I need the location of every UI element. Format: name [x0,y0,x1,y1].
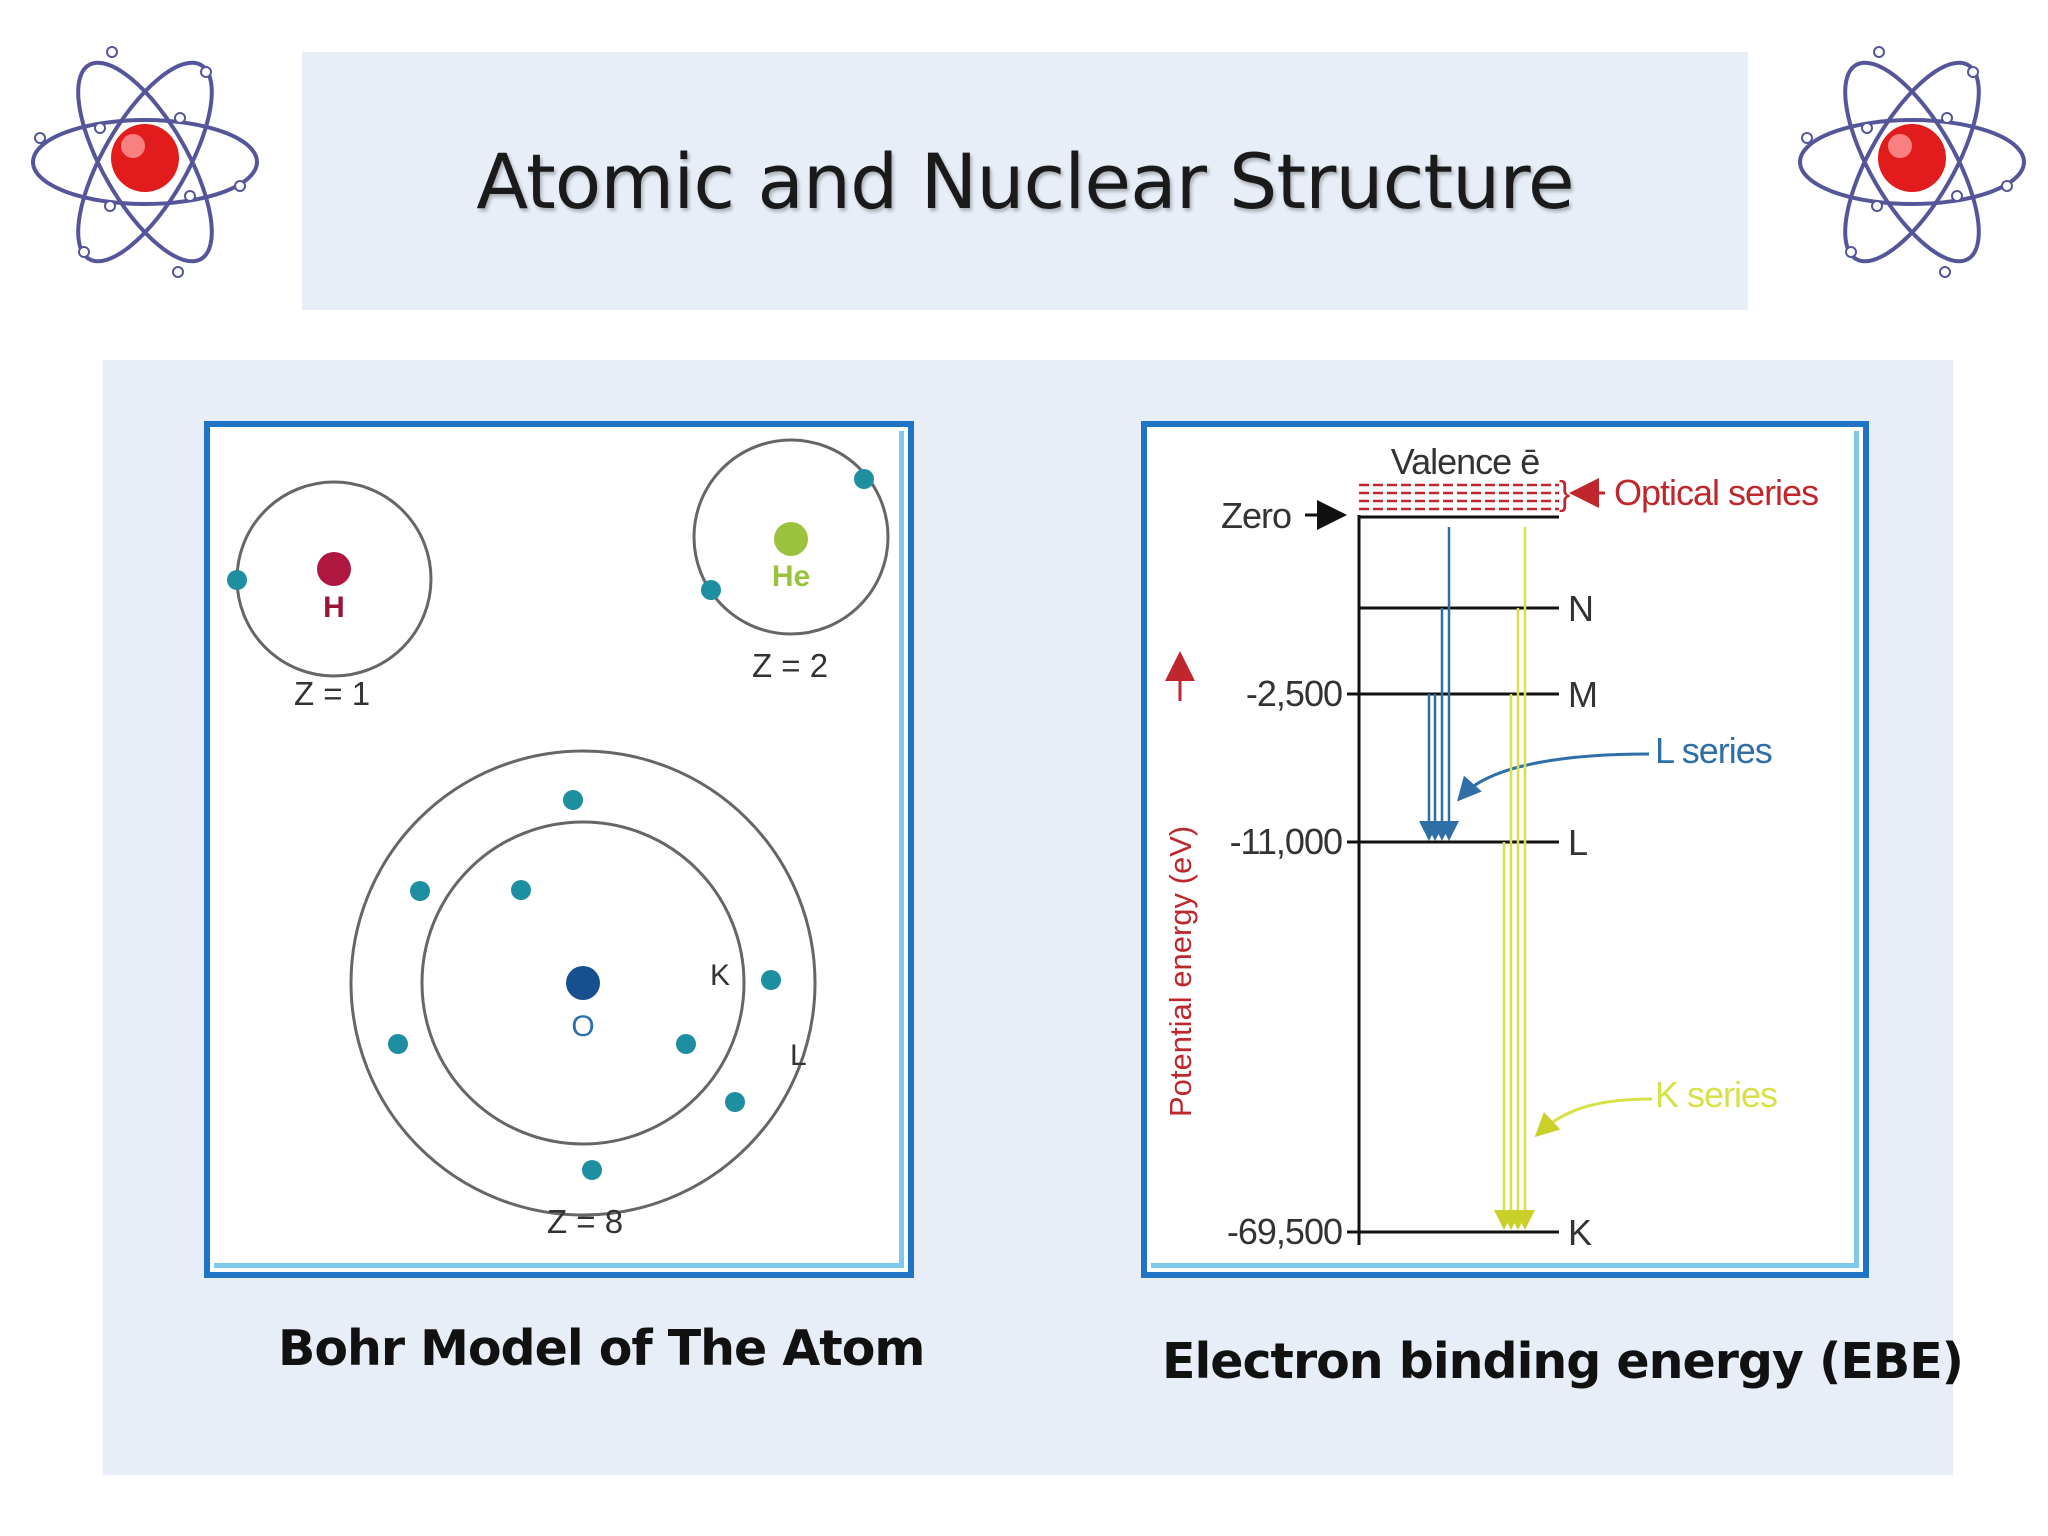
electron [511,880,531,900]
valence-label: Valence ē [1391,441,1539,482]
level-k-energy: -69,500 [1227,1211,1342,1252]
atom-logo-right-icon [1798,46,2026,278]
atom-logo-left-icon [31,46,259,278]
electron [854,469,874,489]
svg-text:K: K [1568,1212,1592,1253]
level-k: K -69,500 [1227,1211,1592,1253]
l-series-transitions [1419,527,1459,841]
bohr-model-caption: Bohr Model of The Atom [278,1320,925,1377]
bohr-model-figure: H Z = 1 He Z = 2 O [204,421,914,1278]
title-banner: Atomic and Nuclear Structure [302,52,1748,310]
hydrogen-atom: H Z = 1 [227,480,433,712]
helium-z-label: Z = 2 [752,647,828,684]
k-series-pointer [1534,1097,1653,1138]
l-series-pointer [1457,752,1650,802]
oxygen-l-shell [349,749,817,1217]
axis-label-group: Potential energy (eV) [1163,651,1198,1117]
electron [410,881,430,901]
hydrogen-nucleus [317,552,351,586]
level-n: N [1359,588,1594,629]
k-series-label: K series [1655,1074,1777,1115]
hydrogen-symbol: H [323,591,345,624]
electron [725,1092,745,1112]
ebe-caption: Electron binding energy (EBE) [1162,1333,1964,1390]
optical-brace: } [1559,475,1570,513]
slide-title: Atomic and Nuclear Structure [476,136,1574,226]
level-l-energy: -11,000 [1230,821,1342,862]
electron [582,1160,602,1180]
helium-symbol: He [772,560,810,593]
svg-text:N: N [1568,588,1594,629]
electron [563,790,583,810]
oxygen-symbol: O [571,1010,594,1043]
bohr-model-diagram: H Z = 1 He Z = 2 O [227,438,890,1240]
zero-label: Zero [1221,495,1291,536]
electron [761,970,781,990]
electron [227,570,247,590]
level-m-energy: -2,500 [1246,673,1342,714]
helium-atom: He Z = 2 [692,438,890,684]
electron [388,1034,408,1054]
svg-text:M: M [1568,674,1598,715]
k-shell-label: K [710,959,730,992]
oxygen-k-shell [420,820,746,1146]
optical-series-label: Optical series [1614,472,1818,513]
oxygen-z-label: Z = 8 [547,1203,623,1240]
ebe-diagram: Valence ē } Optical series Zero N M -2,5… [1163,441,1819,1253]
helium-nucleus [774,522,808,556]
svg-text:L: L [1568,822,1588,863]
level-l: L -11,000 [1230,821,1588,863]
l-shell-label: L [790,1039,807,1072]
helium-orbit [692,438,890,636]
electron [676,1034,696,1054]
k-series-transitions [1494,527,1535,1230]
level-m: M -2,500 [1246,673,1598,715]
ebe-figure: Valence ē } Optical series Zero N M -2,5… [1141,421,1869,1278]
oxygen-nucleus [566,966,600,1000]
electron [701,580,721,600]
optical-dashed-levels [1359,483,1559,511]
hydrogen-z-label: Z = 1 [294,675,370,712]
oxygen-atom: O K L Z = 8 [349,749,817,1240]
axis-label: Potential energy (eV) [1163,826,1198,1117]
l-series-label: L series [1655,730,1772,771]
